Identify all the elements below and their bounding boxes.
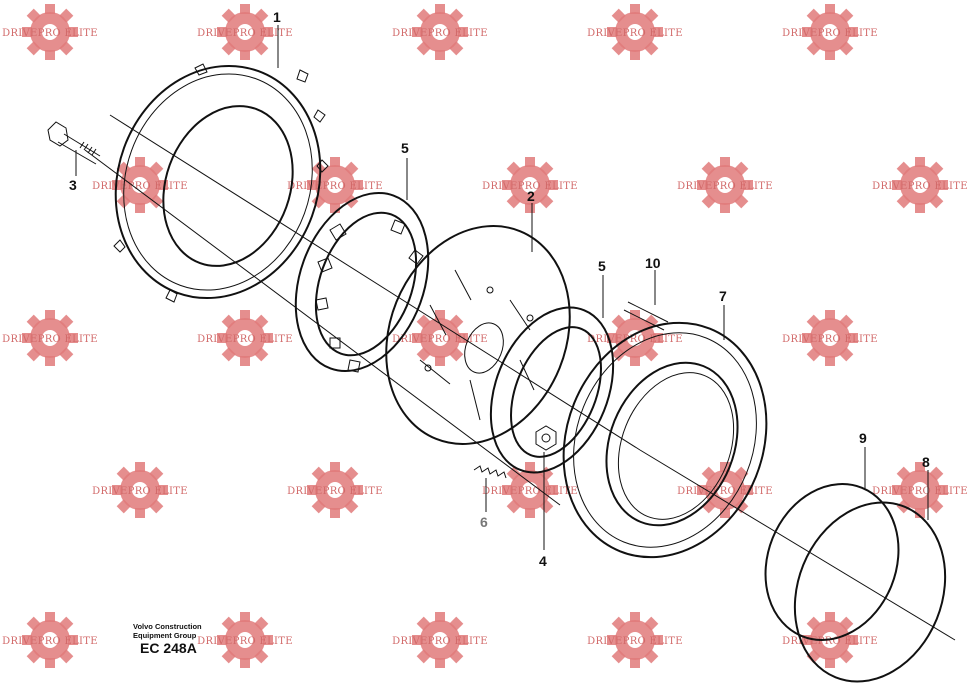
watermark-logo-16: DRIVEPRO ELITE: [287, 462, 383, 518]
watermark-text: DRIVEPRO ELITE: [587, 334, 683, 345]
caption-company-line-1: Volvo Construction: [133, 622, 202, 631]
watermark-logo-21: DRIVEPRO ELITE: [197, 612, 293, 668]
watermark-text: DRIVEPRO ELITE: [677, 486, 773, 497]
watermark-text: DRIVEPRO ELITE: [92, 486, 188, 497]
watermark-logo-7: DRIVEPRO ELITE: [482, 157, 578, 213]
watermark-text: DRIVEPRO ELITE: [872, 486, 968, 497]
watermark-text: DRIVEPRO ELITE: [2, 334, 98, 345]
watermark-text: DRIVEPRO ELITE: [197, 636, 293, 647]
callout-7: 7: [719, 288, 727, 304]
watermark-logo-0: DRIVEPRO ELITE: [2, 4, 98, 60]
part-10-pin: [623, 301, 669, 331]
part-2-pressure-plate: [385, 225, 571, 445]
part-1-friction-plate: [113, 63, 329, 303]
watermark-text: DRIVEPRO ELITE: [587, 28, 683, 39]
watermark-logo-6: DRIVEPRO ELITE: [287, 157, 383, 213]
watermark-logo-2: DRIVEPRO ELITE: [392, 4, 488, 60]
callout-1: 1: [273, 9, 281, 25]
watermark-text: DRIVEPRO ELITE: [782, 334, 878, 345]
watermark-text: DRIVEPRO ELITE: [197, 28, 293, 39]
watermark-text: DRIVEPRO ELITE: [677, 181, 773, 192]
watermark-logo-10: DRIVEPRO ELITE: [2, 310, 98, 366]
watermark-logo-1: DRIVEPRO ELITE: [197, 4, 293, 60]
callout-4: 4: [539, 553, 547, 569]
caption-drawing-code: EC 248A: [140, 640, 197, 656]
callout-6: 6: [480, 514, 488, 530]
watermark-logo-17: DRIVEPRO ELITE: [482, 462, 578, 518]
watermark-text: DRIVEPRO ELITE: [482, 486, 578, 497]
part-8-o-ring: [793, 501, 947, 683]
watermark-logo-19: DRIVEPRO ELITE: [872, 462, 968, 518]
callout-9: 9: [859, 430, 867, 446]
part-4-nut: [535, 425, 557, 451]
watermark-logo-8: DRIVEPRO ELITE: [677, 157, 773, 213]
watermark-logo-12: DRIVEPRO ELITE: [392, 310, 488, 366]
watermark-text: DRIVEPRO ELITE: [872, 181, 968, 192]
watermark-logo-3: DRIVEPRO ELITE: [587, 4, 683, 60]
watermark-text: DRIVEPRO ELITE: [2, 28, 98, 39]
watermark-logo-23: DRIVEPRO ELITE: [587, 612, 683, 668]
watermark-logo-11: DRIVEPRO ELITE: [197, 310, 293, 366]
watermark-text: DRIVEPRO ELITE: [92, 181, 188, 192]
watermark-text: DRIVEPRO ELITE: [587, 636, 683, 647]
watermark-logo-22: DRIVEPRO ELITE: [392, 612, 488, 668]
watermark-text: DRIVEPRO ELITE: [287, 486, 383, 497]
part-6-spring: [473, 465, 507, 479]
watermark-logo-18: DRIVEPRO ELITE: [677, 462, 773, 518]
callout-8: 8: [922, 454, 930, 470]
part-3-bolt: [47, 121, 101, 165]
caption-company-line-2: Equipment Group: [133, 631, 197, 640]
callout-5b: 5: [598, 258, 606, 274]
callout-2: 2: [527, 188, 535, 204]
part-5-retainer-ring-left: [294, 191, 430, 373]
watermark-text: DRIVEPRO ELITE: [782, 28, 878, 39]
watermark-text: DRIVEPRO ELITE: [782, 636, 878, 647]
watermark-logo-24: DRIVEPRO ELITE: [782, 612, 878, 668]
watermark-logo-4: DRIVEPRO ELITE: [782, 4, 878, 60]
callout-3: 3: [69, 177, 77, 193]
watermark-text: DRIVEPRO ELITE: [482, 181, 578, 192]
watermark-text: DRIVEPRO ELITE: [287, 181, 383, 192]
watermark-logo-15: DRIVEPRO ELITE: [92, 462, 188, 518]
watermark-logo-14: DRIVEPRO ELITE: [782, 310, 878, 366]
part-7-piston-housing: [562, 321, 768, 559]
watermark-logo-9: DRIVEPRO ELITE: [872, 157, 968, 213]
watermark-text: DRIVEPRO ELITE: [392, 636, 488, 647]
callout-10: 10: [645, 255, 661, 271]
callout-5a: 5: [401, 140, 409, 156]
watermark-text: DRIVEPRO ELITE: [197, 334, 293, 345]
callout-labels: 1 2 3 4 5 5 6 7 8 9 10: [69, 9, 930, 569]
watermark-text: DRIVEPRO ELITE: [392, 334, 488, 345]
watermark-logo-20: DRIVEPRO ELITE: [2, 612, 98, 668]
part-9-o-ring: [764, 483, 900, 641]
part-5-retainer-ring-right: [489, 306, 615, 474]
watermark-text: DRIVEPRO ELITE: [2, 636, 98, 647]
leader-lines: [75, 25, 929, 550]
watermark-text: DRIVEPRO ELITE: [392, 28, 488, 39]
watermark-layer: DRIVEPRO ELITE DRIVEPRO ELITE DRIVEPRO ELI…: [2, 4, 968, 668]
watermark-logo-13: DRIVEPRO ELITE: [587, 310, 683, 366]
watermark-logo-5: DRIVEPRO ELITE: [92, 157, 188, 213]
